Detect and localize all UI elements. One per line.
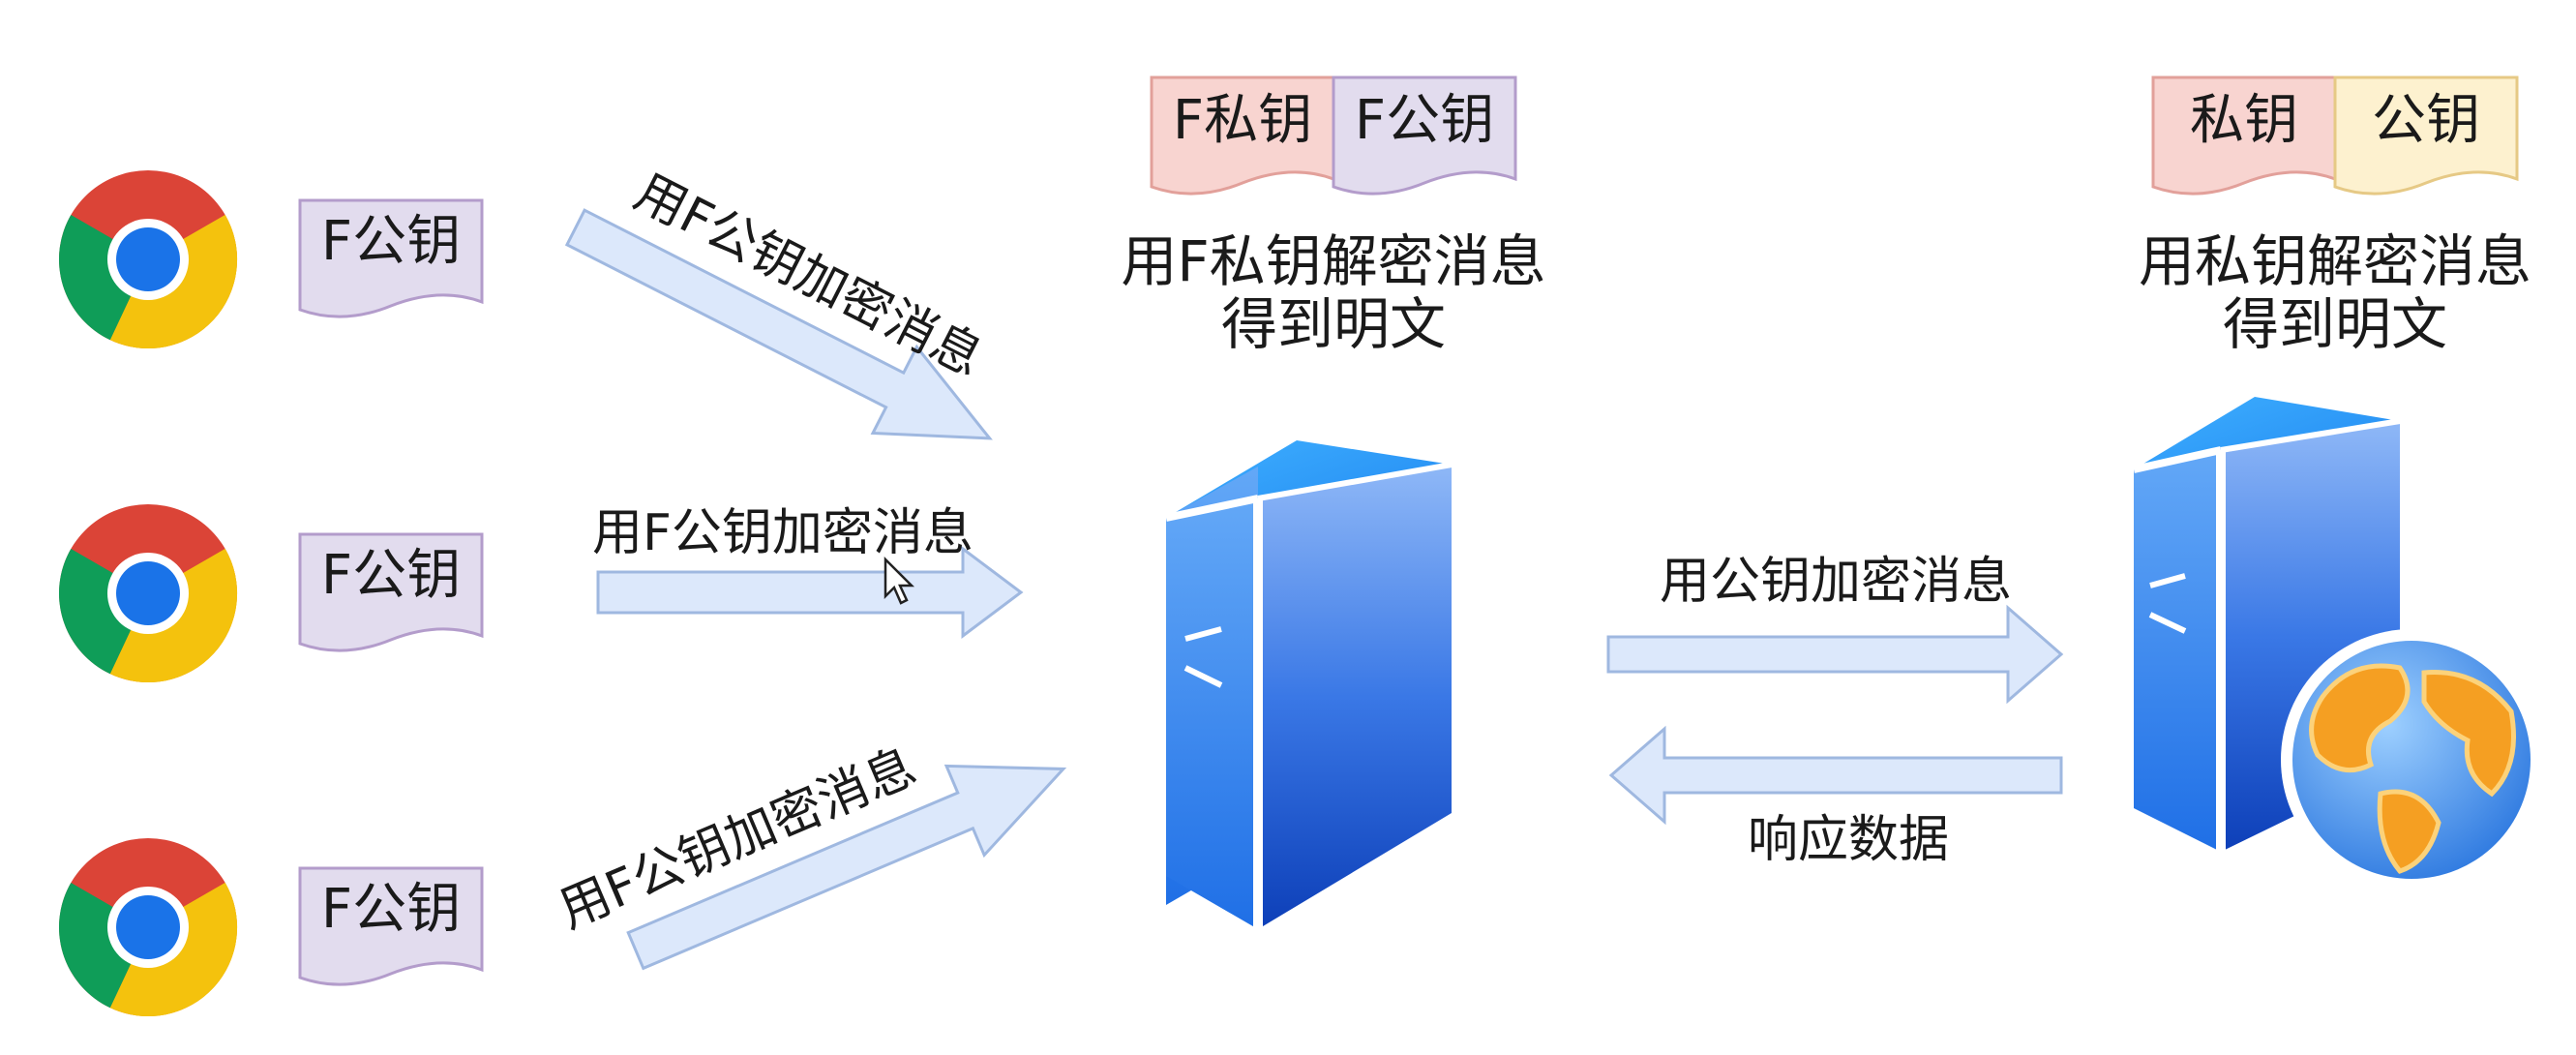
private-key-label: F私钥 <box>1173 89 1312 152</box>
public-key-label: F公钥 <box>321 544 461 607</box>
proxy-key-pair: F私钥 F公钥 <box>1150 75 1517 196</box>
client-3: F公钥 <box>58 838 484 1017</box>
forward-arrow <box>1606 604 2064 705</box>
forward-link: 用公钥加密消息 <box>1606 553 2064 705</box>
mouse-cursor-icon <box>884 556 915 605</box>
proxy-caption-line2: 得到明文 <box>1221 291 1446 357</box>
server-node: 私钥 公钥 用私钥解密消息 得到明文 <box>2133 75 2542 890</box>
arrow-shape <box>564 208 993 440</box>
client-2: F公钥 <box>58 504 484 683</box>
public-key-card <box>298 532 484 652</box>
chrome-icon <box>58 170 238 349</box>
public-key-card <box>1332 75 1517 196</box>
private-key-label: 私钥 <box>2190 89 2298 152</box>
public-key-label: 公钥 <box>2372 89 2480 152</box>
globe-icon <box>2281 629 2542 890</box>
client-1: F公钥 <box>58 170 484 349</box>
arrow-shape <box>626 764 1067 971</box>
back-link: 响应数据 <box>1608 725 2063 869</box>
chrome-icon <box>58 504 238 683</box>
proxy-node: F私钥 F公钥 用F私钥解密消息 得到明文 <box>1121 75 1546 929</box>
client-arrow-1: 用F公钥加密消息 <box>564 164 993 440</box>
public-key-card <box>298 866 484 986</box>
back-link-label: 响应数据 <box>1748 811 1949 869</box>
public-key-card <box>2333 75 2519 196</box>
client-arrow-2: 用F公钥加密消息 <box>592 504 1024 639</box>
public-key-card <box>298 198 484 318</box>
server-caption-line1: 用私钥解密消息 <box>2139 228 2531 294</box>
arrow-shape <box>596 546 1024 639</box>
forward-link-label: 用公钥加密消息 <box>1660 553 2012 611</box>
private-key-card <box>1150 75 1335 196</box>
client-arrow-3: 用F公钥加密消息 <box>551 738 1067 971</box>
server-icon <box>1165 440 1453 929</box>
public-key-label: F公钥 <box>321 878 461 941</box>
server-key-pair: 私钥 公钥 <box>2151 75 2519 196</box>
arrow-label: 用F公钥加密消息 <box>592 504 973 562</box>
chrome-icon <box>58 838 238 1017</box>
private-key-card <box>2151 75 2337 196</box>
proxy-caption-line1: 用F私钥解密消息 <box>1121 228 1545 294</box>
server-caption-line2: 得到明文 <box>2223 291 2447 357</box>
public-key-label: F公钥 <box>321 210 461 273</box>
back-arrow <box>1608 725 2063 826</box>
public-key-label: F公钥 <box>1355 89 1494 152</box>
